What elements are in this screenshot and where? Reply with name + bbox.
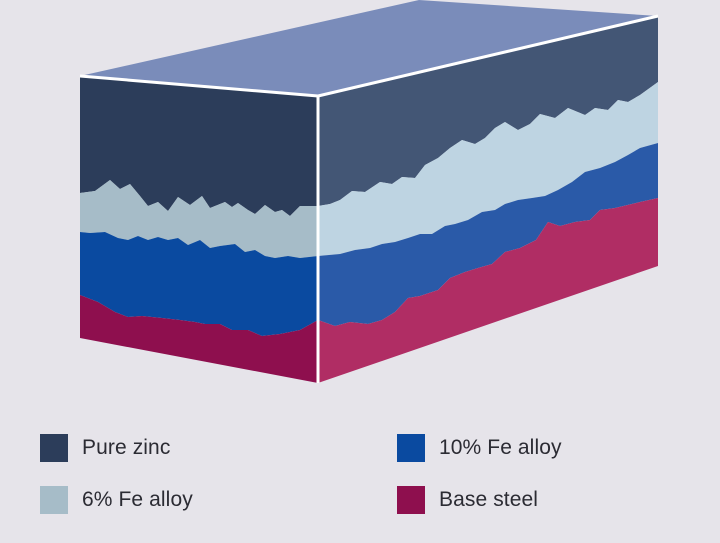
legend-swatch-10-percent-fe-alloy (397, 434, 425, 462)
side-layer-6-percent-fe-alloy (318, 82, 658, 256)
legend-label: Pure zinc (82, 436, 171, 459)
front-layer-pure-zinc (80, 76, 318, 216)
top-front-edge (79, 74, 319, 98)
front-face (80, 76, 318, 383)
legend-swatch-pure-zinc (40, 434, 68, 462)
legend-swatch-base-steel (397, 486, 425, 514)
legend-label: Base steel (439, 488, 539, 511)
block-top-face (80, 0, 658, 96)
side-layer-pure-zinc (318, 16, 658, 206)
front-layer-6-percent-fe-alloy (80, 180, 318, 258)
front-layer-10-percent-fe-alloy (80, 232, 318, 336)
side-face (318, 16, 658, 383)
legend-item-pure-zinc: Pure zinc (40, 434, 170, 462)
legend-label: 6% Fe alloy (82, 488, 193, 511)
front-layer-base-steel (80, 295, 318, 383)
legend-item-6-percent-fe-alloy: 6% Fe alloy (40, 486, 193, 514)
legend-swatch-6-percent-fe-alloy (40, 486, 68, 514)
side-layer-base-steel (318, 198, 658, 383)
block-edges (79, 14, 659, 383)
top-side-edge (317, 14, 659, 98)
legend-label: 10% Fe alloy (439, 436, 562, 459)
legend-item-10-percent-fe-alloy: 10% Fe alloy (397, 434, 562, 462)
side-layer-10-percent-fe-alloy (318, 143, 658, 326)
legend-item-base-steel: Base steel (397, 486, 538, 514)
